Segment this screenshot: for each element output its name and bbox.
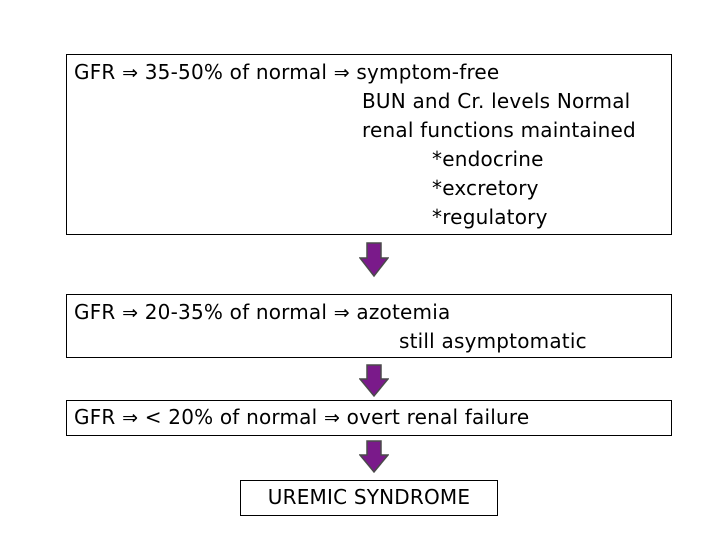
implies-arrow-icon: ⇒	[122, 62, 139, 84]
stage1-line1: GFR ⇒ 35-50% of normal ⇒ symptom-free	[74, 58, 499, 88]
uremic-syndrome-box: UREMIC SYNDROME	[240, 480, 498, 516]
down-arrow-icon	[359, 440, 389, 474]
stage1-line6: *regulatory	[432, 205, 548, 229]
gfr-range: 35-50% of normal	[144, 60, 328, 84]
gfr-label: GFR	[74, 405, 116, 429]
stage3-line1: GFR ⇒ < 20% of normal ⇒ overt renal fail…	[74, 403, 529, 433]
stage-result: overt renal failure	[346, 405, 530, 429]
uremic-syndrome-label: UREMIC SYNDROME	[267, 485, 471, 509]
stage1-line3: renal functions maintained	[362, 118, 636, 142]
gfr-label: GFR	[74, 300, 116, 324]
gfr-range: < 20% of normal	[144, 405, 318, 429]
implies-arrow-icon: ⇒	[333, 302, 350, 324]
stage-result: symptom-free	[356, 60, 500, 84]
stage1-line4: *endocrine	[432, 147, 544, 171]
stage2-line1: GFR ⇒ 20-35% of normal ⇒ azotemia	[74, 298, 450, 328]
stage1-box: GFR ⇒ 35-50% of normal ⇒ symptom-free BU…	[66, 54, 672, 235]
stage2-box: GFR ⇒ 20-35% of normal ⇒ azotemia still …	[66, 294, 672, 358]
gfr-label: GFR	[74, 60, 116, 84]
stage1-line2: BUN and Cr. levels Normal	[362, 89, 631, 113]
stage-result: azotemia	[356, 300, 451, 324]
down-arrow-icon	[359, 242, 389, 278]
implies-arrow-icon: ⇒	[122, 407, 139, 429]
implies-arrow-icon: ⇒	[122, 302, 139, 324]
implies-arrow-icon: ⇒	[323, 407, 341, 429]
stage3-box: GFR ⇒ < 20% of normal ⇒ overt renal fail…	[66, 400, 672, 436]
stage2-line2: still asymptomatic	[399, 329, 587, 353]
implies-arrow-icon: ⇒	[333, 62, 350, 84]
stage1-line5: *excretory	[432, 176, 539, 200]
gfr-range: 20-35% of normal	[144, 300, 328, 324]
down-arrow-icon	[359, 364, 389, 398]
